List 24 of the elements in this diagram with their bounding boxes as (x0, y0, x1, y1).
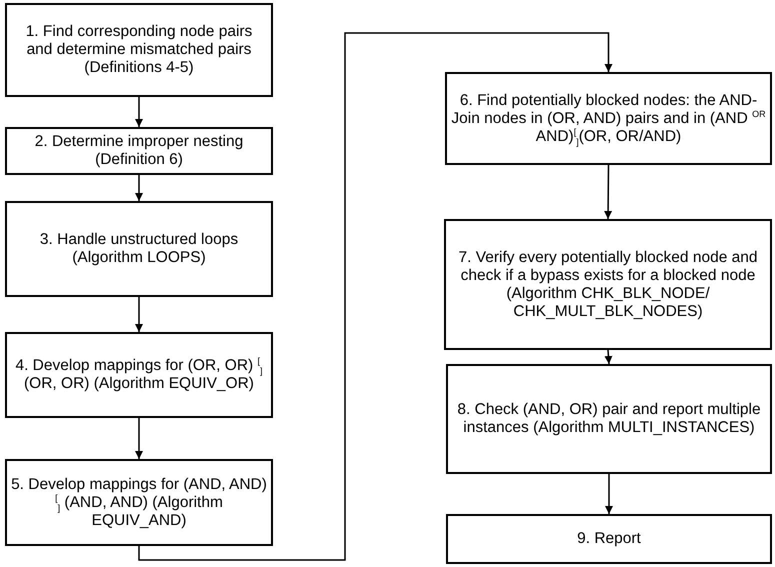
process-box (5, 127, 273, 175)
arrow (138, 32, 612, 561)
arrow (604, 165, 612, 219)
step-text: 6. Find potentially blocked nodes: the AND-Join nodes in (OR, AND) pairs and in (AND $^{OR}$ AND)$^{[}$$_{]}$(OR, OR/AND) (451, 92, 766, 146)
arrow (605, 474, 613, 514)
arrow (135, 97, 143, 127)
step-text: 9. Report (577, 530, 641, 548)
step-text: 1. Find corresponding node pairs and determine mismatched pairs (Definitions 4-5) (24, 23, 254, 77)
process-box (5, 3, 273, 97)
process-box (445, 72, 772, 165)
process-box (5, 459, 273, 546)
arrow (135, 175, 143, 201)
process-box (446, 514, 772, 564)
arrow (604, 350, 612, 364)
arrow (135, 297, 143, 332)
process-box (444, 219, 772, 350)
process-box (446, 364, 772, 474)
step-text: 8. Check (AND, OR) pair and report multiple instances (Algorithm MULTI_INSTANCES) (456, 401, 762, 437)
process-box (5, 201, 273, 297)
process-box (5, 332, 273, 418)
arrow (135, 418, 143, 459)
step-text: 2. Determine improper nesting (Definition 6) (34, 133, 244, 169)
step-text: 7. Verify every potentially blocked node and check if a bypass exists for a blocked node (Algorithm CHK_BLK_NODE/ CHK_MULT_BLK_NODES) (458, 248, 758, 320)
step-text: 3. Handle unstructured loops (Algorithm LOOPS) (38, 231, 240, 267)
